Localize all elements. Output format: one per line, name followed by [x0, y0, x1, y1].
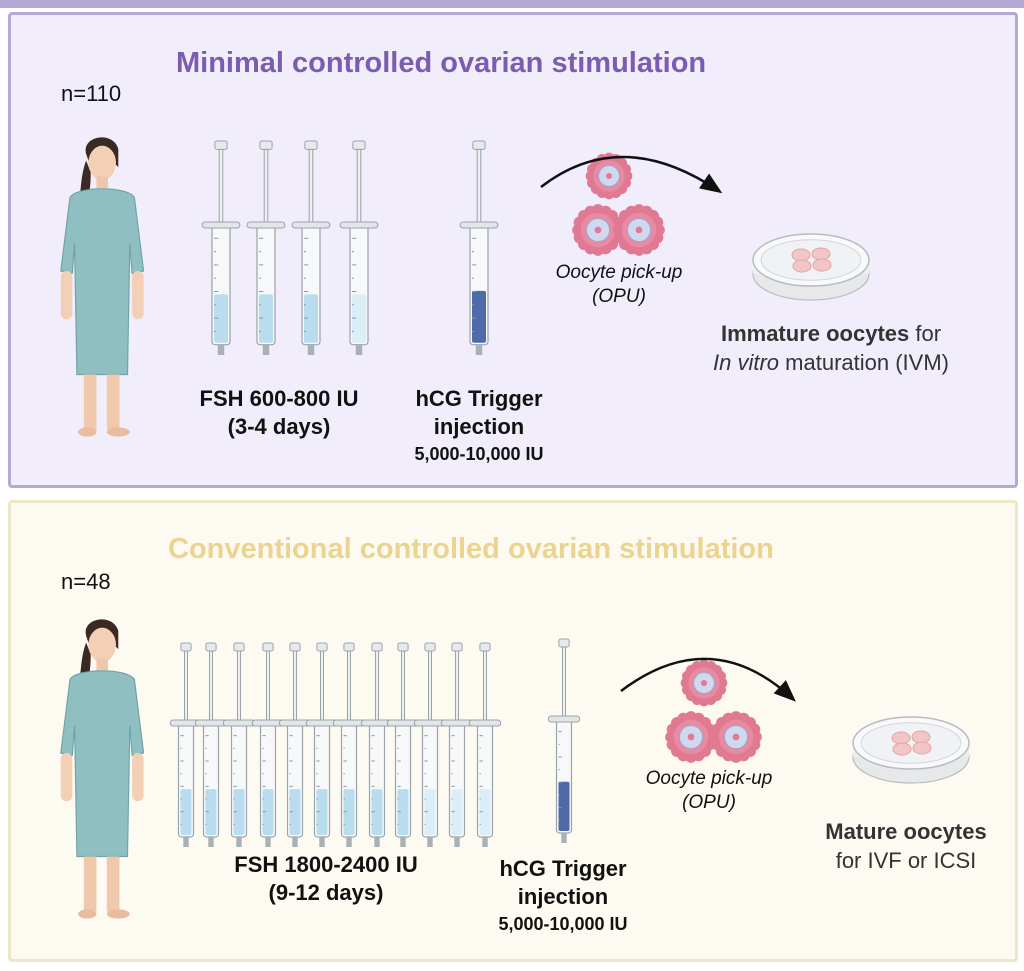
sample-size: n=110 [61, 81, 122, 106]
panel-title: Minimal controlled ovarian stimulation [176, 47, 707, 79]
petri-dish-icon [852, 716, 970, 784]
fsh-syringe-group [169, 642, 502, 847]
fsh-syringe-icon [360, 642, 394, 847]
oocyte-icon [710, 711, 762, 763]
fsh-syringe-icon [291, 140, 331, 355]
fsh-syringe-icon [278, 642, 312, 847]
minimal-stimulation-illustration [60, 137, 870, 437]
top-edge-strip [0, 0, 1024, 8]
patient-figure [60, 137, 145, 437]
fsh-syringe-icon [339, 140, 379, 355]
oocyte-group [665, 659, 762, 763]
conventional-stimulation-panel: Conventional controlled ovarian stimulat… [8, 500, 1018, 962]
fsh-syringe-icon [201, 140, 241, 355]
fsh-syringe-icon [251, 642, 285, 847]
opu-label: Oocyte pick-up (OPU) [645, 768, 773, 813]
hcg-dose: 5,000-10,000 IU [498, 914, 628, 934]
petri-dish [752, 233, 870, 301]
patient-illustration [60, 137, 145, 437]
patient-figure [60, 619, 145, 919]
fsh-dose-label: FSH 600-800 IU (3-4 days) [199, 386, 359, 439]
fsh-syringe-icon [386, 642, 420, 847]
curved-arrow [540, 155, 723, 194]
curved-arrow-icon [620, 657, 796, 702]
hcg-syringe-icon [459, 140, 499, 355]
minimal-stimulation-panel: Minimal controlled ovarian stimulation n… [8, 12, 1018, 488]
curved-arrow [620, 657, 796, 702]
petri-dish [852, 716, 970, 784]
fsh-syringe-icon [246, 140, 286, 355]
fsh-syringe-icon [332, 642, 366, 847]
hcg-trigger-label: hCG Trigger injection 5,000-10,000 IU [473, 855, 653, 937]
oocyte-icon [665, 711, 717, 763]
result-label: Mature oocytes for IVF or ICSI [825, 819, 987, 873]
fsh-syringe-icon [468, 642, 502, 847]
result-label: Immature oocytes for In vitro maturation… [713, 321, 949, 375]
fsh-syringe-icon [413, 642, 447, 847]
patient-illustration [60, 619, 145, 919]
fsh-syringe-icon [305, 642, 339, 847]
hcg-syringe [459, 140, 499, 355]
panel-title: Conventional controlled ovarian stimulat… [168, 533, 774, 565]
sample-size: n=48 [61, 569, 111, 594]
oocyte-group [572, 152, 665, 256]
hcg-dose: 5,000-10,000 IU [414, 444, 544, 464]
fsh-syringe-group [201, 140, 379, 355]
curved-arrow-icon [540, 155, 723, 194]
oocyte-icon [613, 204, 665, 256]
fsh-syringe-icon [222, 642, 256, 847]
oocyte-icon [680, 659, 728, 707]
hcg-trigger-label: hCG Trigger injection 5,000-10,000 IU [389, 385, 569, 467]
opu-label: Oocyte pick-up (OPU) [555, 262, 683, 307]
conventional-stimulation-illustration [60, 619, 970, 919]
hcg-syringe [547, 638, 581, 843]
fsh-syringe-icon [169, 642, 203, 847]
hcg-syringe-icon [547, 638, 581, 843]
petri-dish-icon [752, 233, 870, 301]
fsh-syringe-icon [194, 642, 228, 847]
fsh-syringe-icon [440, 642, 474, 847]
fsh-dose-label: FSH 1800-2400 IU (9-12 days) [234, 852, 418, 905]
oocyte-icon [572, 204, 624, 256]
